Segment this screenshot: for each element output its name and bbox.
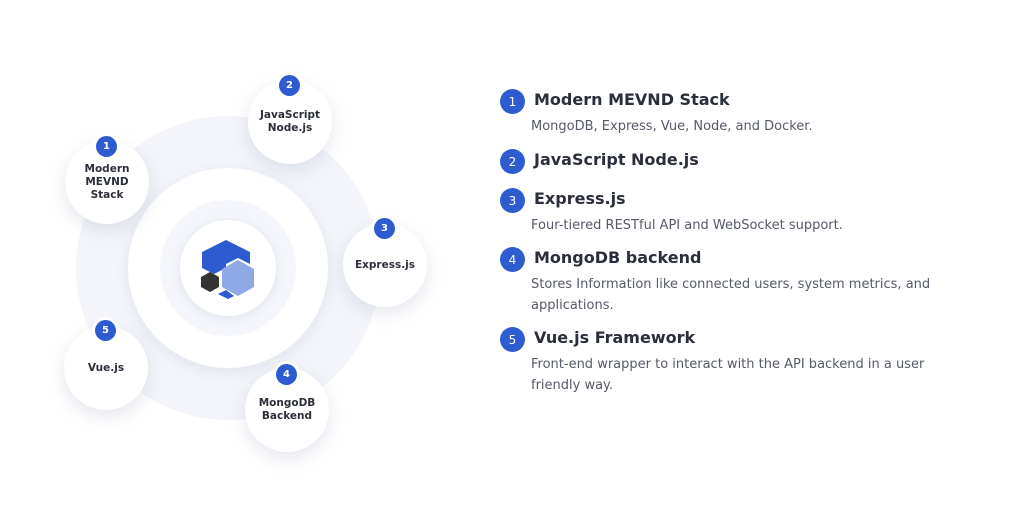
node-label: Modern MEVND Stack [84, 162, 130, 201]
node-label: JavaScript Node.js [259, 109, 321, 134]
item-description: MongoDB, Express, Vue, Node, and Docker. [531, 119, 813, 134]
node-label: MongoDB Backend [258, 397, 316, 422]
node-badge: 5 [95, 320, 116, 341]
node-badge: 4 [276, 364, 297, 385]
number-badge: 1 [500, 89, 525, 114]
node-badge: 1 [96, 136, 117, 157]
node-badge: 3 [374, 218, 395, 239]
number-badge: 3 [500, 188, 525, 213]
node-label: Express.js [354, 258, 416, 271]
item-description: Four-tiered RESTful API and WebSocket su… [531, 218, 843, 233]
node-label: Vue.js [87, 361, 125, 374]
item-title: Express.js [534, 189, 626, 208]
item-title: JavaScript Node.js [534, 150, 699, 169]
item-description: Front-end wrapper to interact with the A… [531, 357, 925, 393]
item-title: MongoDB backend [534, 248, 702, 267]
hexagon-logo-icon [201, 240, 254, 299]
number-badge: 4 [500, 247, 525, 272]
number-badge: 2 [500, 149, 525, 174]
node-badge: 2 [279, 75, 300, 96]
number-badge: 5 [500, 327, 525, 352]
item-title: Modern MEVND Stack [534, 90, 730, 109]
item-description: Stores Information like connected users,… [531, 277, 931, 313]
item-title: Vue.js Framework [534, 328, 696, 347]
